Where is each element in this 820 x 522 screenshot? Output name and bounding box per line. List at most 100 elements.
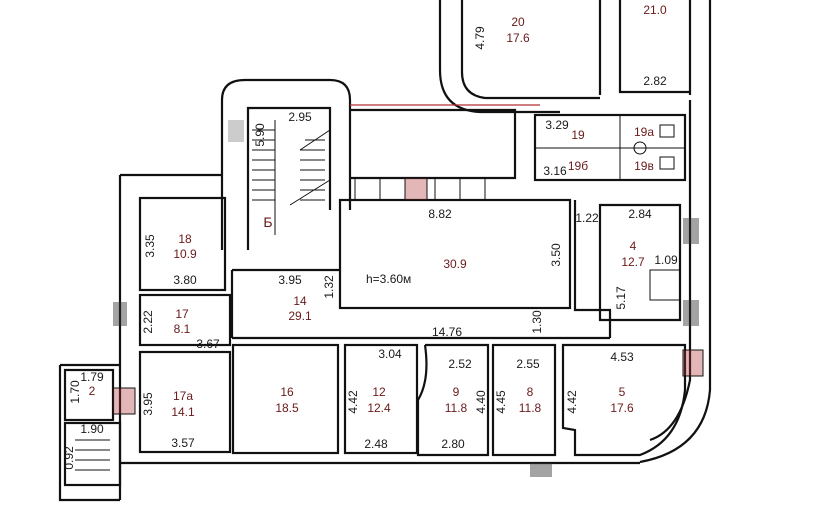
wall-room-17 <box>138 293 232 347</box>
dim-1-90: 1.90 <box>80 422 104 436</box>
dim-3-95-left: 3.95 <box>141 392 155 416</box>
room-17a-number: 17а <box>173 389 193 403</box>
wall-room-16 <box>231 343 340 455</box>
dim-1-09: 1.09 <box>654 253 678 267</box>
dim-2-55: 2.55 <box>516 357 540 371</box>
wall-stair-outer <box>220 78 352 250</box>
hatch-south <box>530 463 552 477</box>
room-8-number: 8 <box>527 385 534 399</box>
wall-layer <box>58 0 712 502</box>
dim-5-90: 5.90 <box>253 123 267 147</box>
dim-2-84: 2.84 <box>628 207 652 221</box>
wall-room-5 <box>561 343 687 457</box>
stair-center-lines <box>274 120 331 235</box>
dim-1-22: 1.22 <box>575 211 599 225</box>
room-4-number: 4 <box>630 239 637 253</box>
room-labels: 20 17.6 21.0 19 19а 19б 19в 18 10.9 Б 30… <box>89 3 667 419</box>
room-18-area: 10.9 <box>173 247 197 261</box>
dim-3-95-top: 3.95 <box>278 273 302 287</box>
dim-5-17: 5.17 <box>614 286 628 310</box>
dim-1-79: 1.79 <box>80 370 104 384</box>
room-19b-number: 19б <box>568 159 588 173</box>
hatch-stair-left <box>228 120 244 142</box>
hatch-east-3 <box>682 349 704 377</box>
room-16-number: 16 <box>280 385 294 399</box>
hatch-west-1 <box>113 302 127 326</box>
wall-corridor-14 <box>230 200 612 340</box>
dim-3-80: 3.80 <box>173 273 197 287</box>
stair-left-steps <box>252 129 275 201</box>
dim-3-04: 3.04 <box>378 347 402 361</box>
wall-stair-inner <box>246 106 332 250</box>
room-4-area: 12.7 <box>621 255 645 269</box>
dim-1-32: 1.32 <box>322 275 336 299</box>
hatched-openings <box>112 120 704 477</box>
wall-room-4 <box>598 203 682 322</box>
toilet-icon <box>659 156 675 170</box>
room-8-area: 11.8 <box>519 401 542 415</box>
dim-4-79: 4.79 <box>473 26 487 50</box>
room-5-area: 17.6 <box>610 401 634 415</box>
room-17-number: 17 <box>175 307 189 321</box>
stair-steps <box>75 120 486 471</box>
hatch-west-2 <box>112 387 136 415</box>
room-21-area: 21.0 <box>643 3 667 17</box>
wall-room-15 <box>338 198 572 310</box>
room-5-number: 5 <box>619 385 626 399</box>
room-20-number: 20 <box>511 15 525 29</box>
room-4-niche <box>649 269 681 301</box>
wall-room-18 <box>138 196 227 292</box>
dim-4-45: 4.45 <box>494 390 508 414</box>
dim-0-92: 0.92 <box>62 446 76 470</box>
small-stair-steps <box>75 439 110 471</box>
dim-2-82: 2.82 <box>643 74 667 88</box>
wall-stair-small <box>63 421 122 487</box>
sanitary-fixtures <box>633 124 675 170</box>
room-18-number: 18 <box>178 232 192 246</box>
wall-right-inner <box>649 100 692 442</box>
wall-room-17a <box>138 350 232 454</box>
dim-3-57: 3.57 <box>171 436 195 450</box>
room-12-area: 12.4 <box>367 401 391 415</box>
toilet-icon <box>659 124 675 138</box>
dim-3-16: 3.16 <box>543 164 567 178</box>
room-2-number: 2 <box>89 384 96 398</box>
room-14-number: 14 <box>293 294 307 308</box>
ceiling-height-note: h=3.60м <box>366 272 411 286</box>
dim-2-80: 2.80 <box>441 437 465 451</box>
room-20-area: 17.6 <box>506 31 530 45</box>
dim-2-52: 2.52 <box>448 357 472 371</box>
dim-2-95: 2.95 <box>288 110 312 124</box>
dim-3-35: 3.35 <box>143 234 157 258</box>
room-15-area: 30.9 <box>443 257 467 271</box>
dim-3-29: 3.29 <box>545 118 569 132</box>
dim-1-70: 1.70 <box>68 380 82 404</box>
room-9-number: 9 <box>453 385 460 399</box>
room-17a-area: 14.1 <box>171 405 195 419</box>
dim-4-42-left: 4.42 <box>346 390 360 414</box>
room-14-area: 29.1 <box>288 309 312 323</box>
room-19-number: 19 <box>571 128 585 142</box>
dimension-labels: 4.79 2.82 5.90 2.95 3.29 3.16 8.82 1.22 … <box>62 26 678 470</box>
room-9-area: 11.8 <box>445 401 468 415</box>
room-17-area: 8.1 <box>174 322 191 336</box>
wall-inner-curve <box>460 0 600 100</box>
hatch-east-1 <box>683 218 699 244</box>
wall-19-split <box>535 115 685 180</box>
stair-right-steps <box>300 139 325 201</box>
dim-8-82: 8.82 <box>428 207 452 221</box>
wall-curve-top <box>438 0 560 114</box>
hatch-top-corridor <box>404 177 428 201</box>
room-16-area: 18.5 <box>275 401 299 415</box>
room-19a-number: 19а <box>634 125 654 139</box>
room-19v-number: 19в <box>634 159 654 173</box>
wall-corridor-top <box>350 108 517 180</box>
dim-14-76: 14.76 <box>432 325 462 339</box>
wall-room-8 <box>491 343 557 457</box>
wall-right-outer <box>639 0 712 464</box>
dim-2-48: 2.48 <box>364 437 388 451</box>
dim-1-30: 1.30 <box>530 310 544 334</box>
hatch-east-2 <box>683 300 699 326</box>
room-12-number: 12 <box>372 385 386 399</box>
